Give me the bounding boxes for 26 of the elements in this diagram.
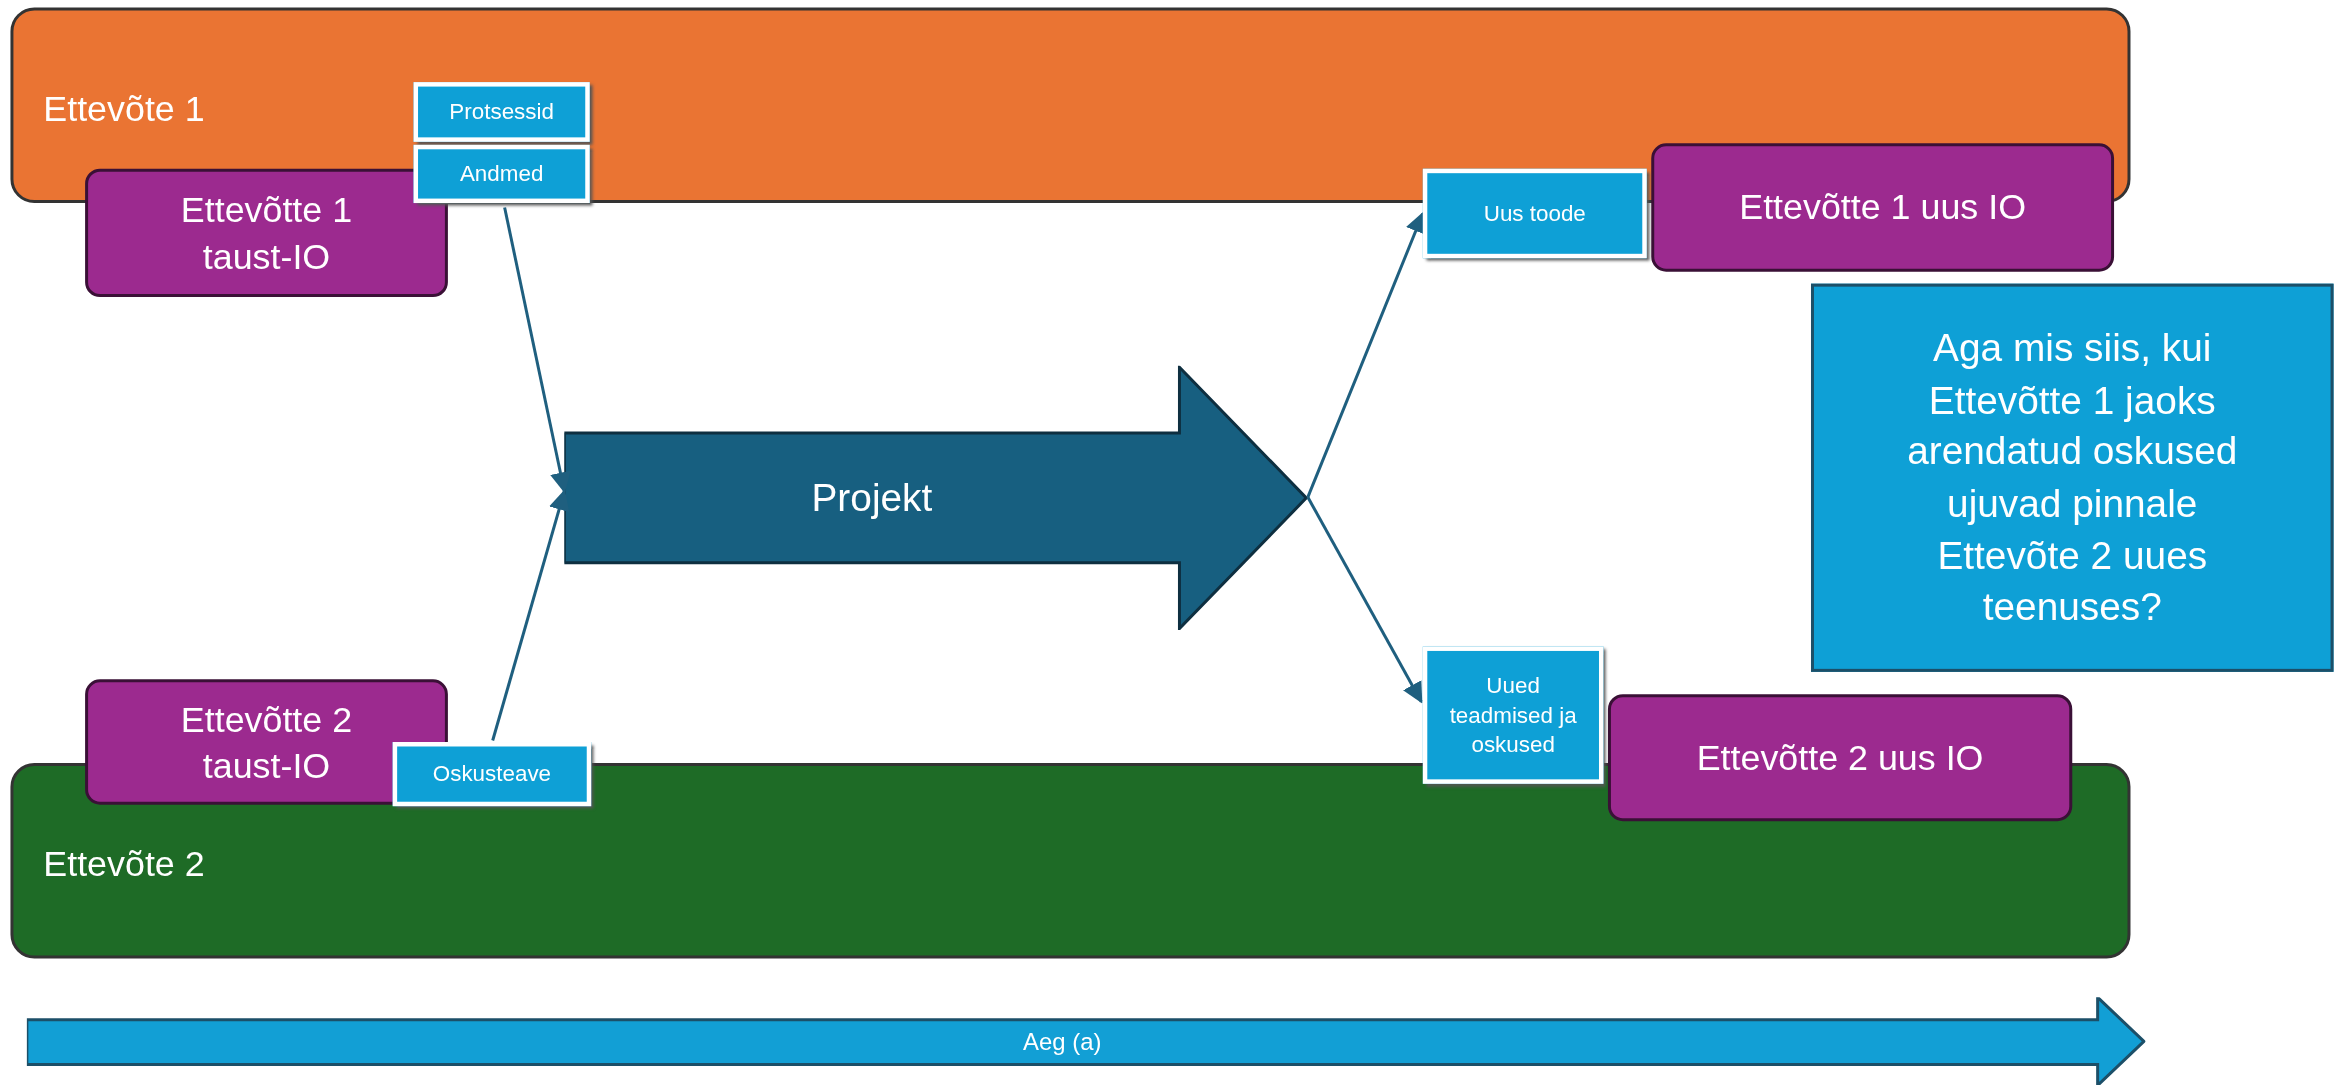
label-text: Andmed bbox=[459, 159, 544, 188]
arrow bbox=[503, 207, 571, 494]
label-text: Protsessid bbox=[449, 97, 554, 126]
label-text: Ettevõtte 2 uus IO bbox=[1696, 736, 1984, 780]
arrow bbox=[1306, 496, 1423, 704]
note-card bbox=[413, 82, 590, 142]
label-text: Ettevõtte 1 uus IO bbox=[1739, 186, 2027, 230]
callout-note bbox=[1811, 283, 2334, 672]
note-card bbox=[392, 742, 592, 807]
label-text: Ettevõtte 1 taust-IO bbox=[179, 188, 354, 279]
label-text: Projekt bbox=[811, 474, 933, 522]
label-text: Aeg (a) bbox=[1023, 1027, 1102, 1055]
label-text: Ettevõte 1 bbox=[43, 88, 205, 130]
label-text: Aga mis siis, kui Ettevõtte 1 jaoks arendatud oskused ujuvad pinnale Ettevõte 2 uues teenuses? bbox=[1906, 324, 2239, 631]
io-box bbox=[1607, 694, 2073, 822]
label-text: Oskusteave bbox=[432, 759, 552, 788]
note-card bbox=[1422, 168, 1647, 259]
io-box bbox=[1651, 143, 2115, 272]
note-card bbox=[413, 144, 590, 204]
io-box bbox=[85, 168, 448, 298]
label-text: Ettevõtte 2 taust-IO bbox=[179, 697, 354, 788]
label-text: Uued teadmised ja oskused bbox=[1448, 670, 1578, 760]
arrow bbox=[491, 489, 570, 741]
note-card bbox=[1422, 646, 1604, 784]
label-text: Ettevõte 2 bbox=[43, 843, 205, 886]
label-text: Uus toode bbox=[1483, 198, 1586, 228]
